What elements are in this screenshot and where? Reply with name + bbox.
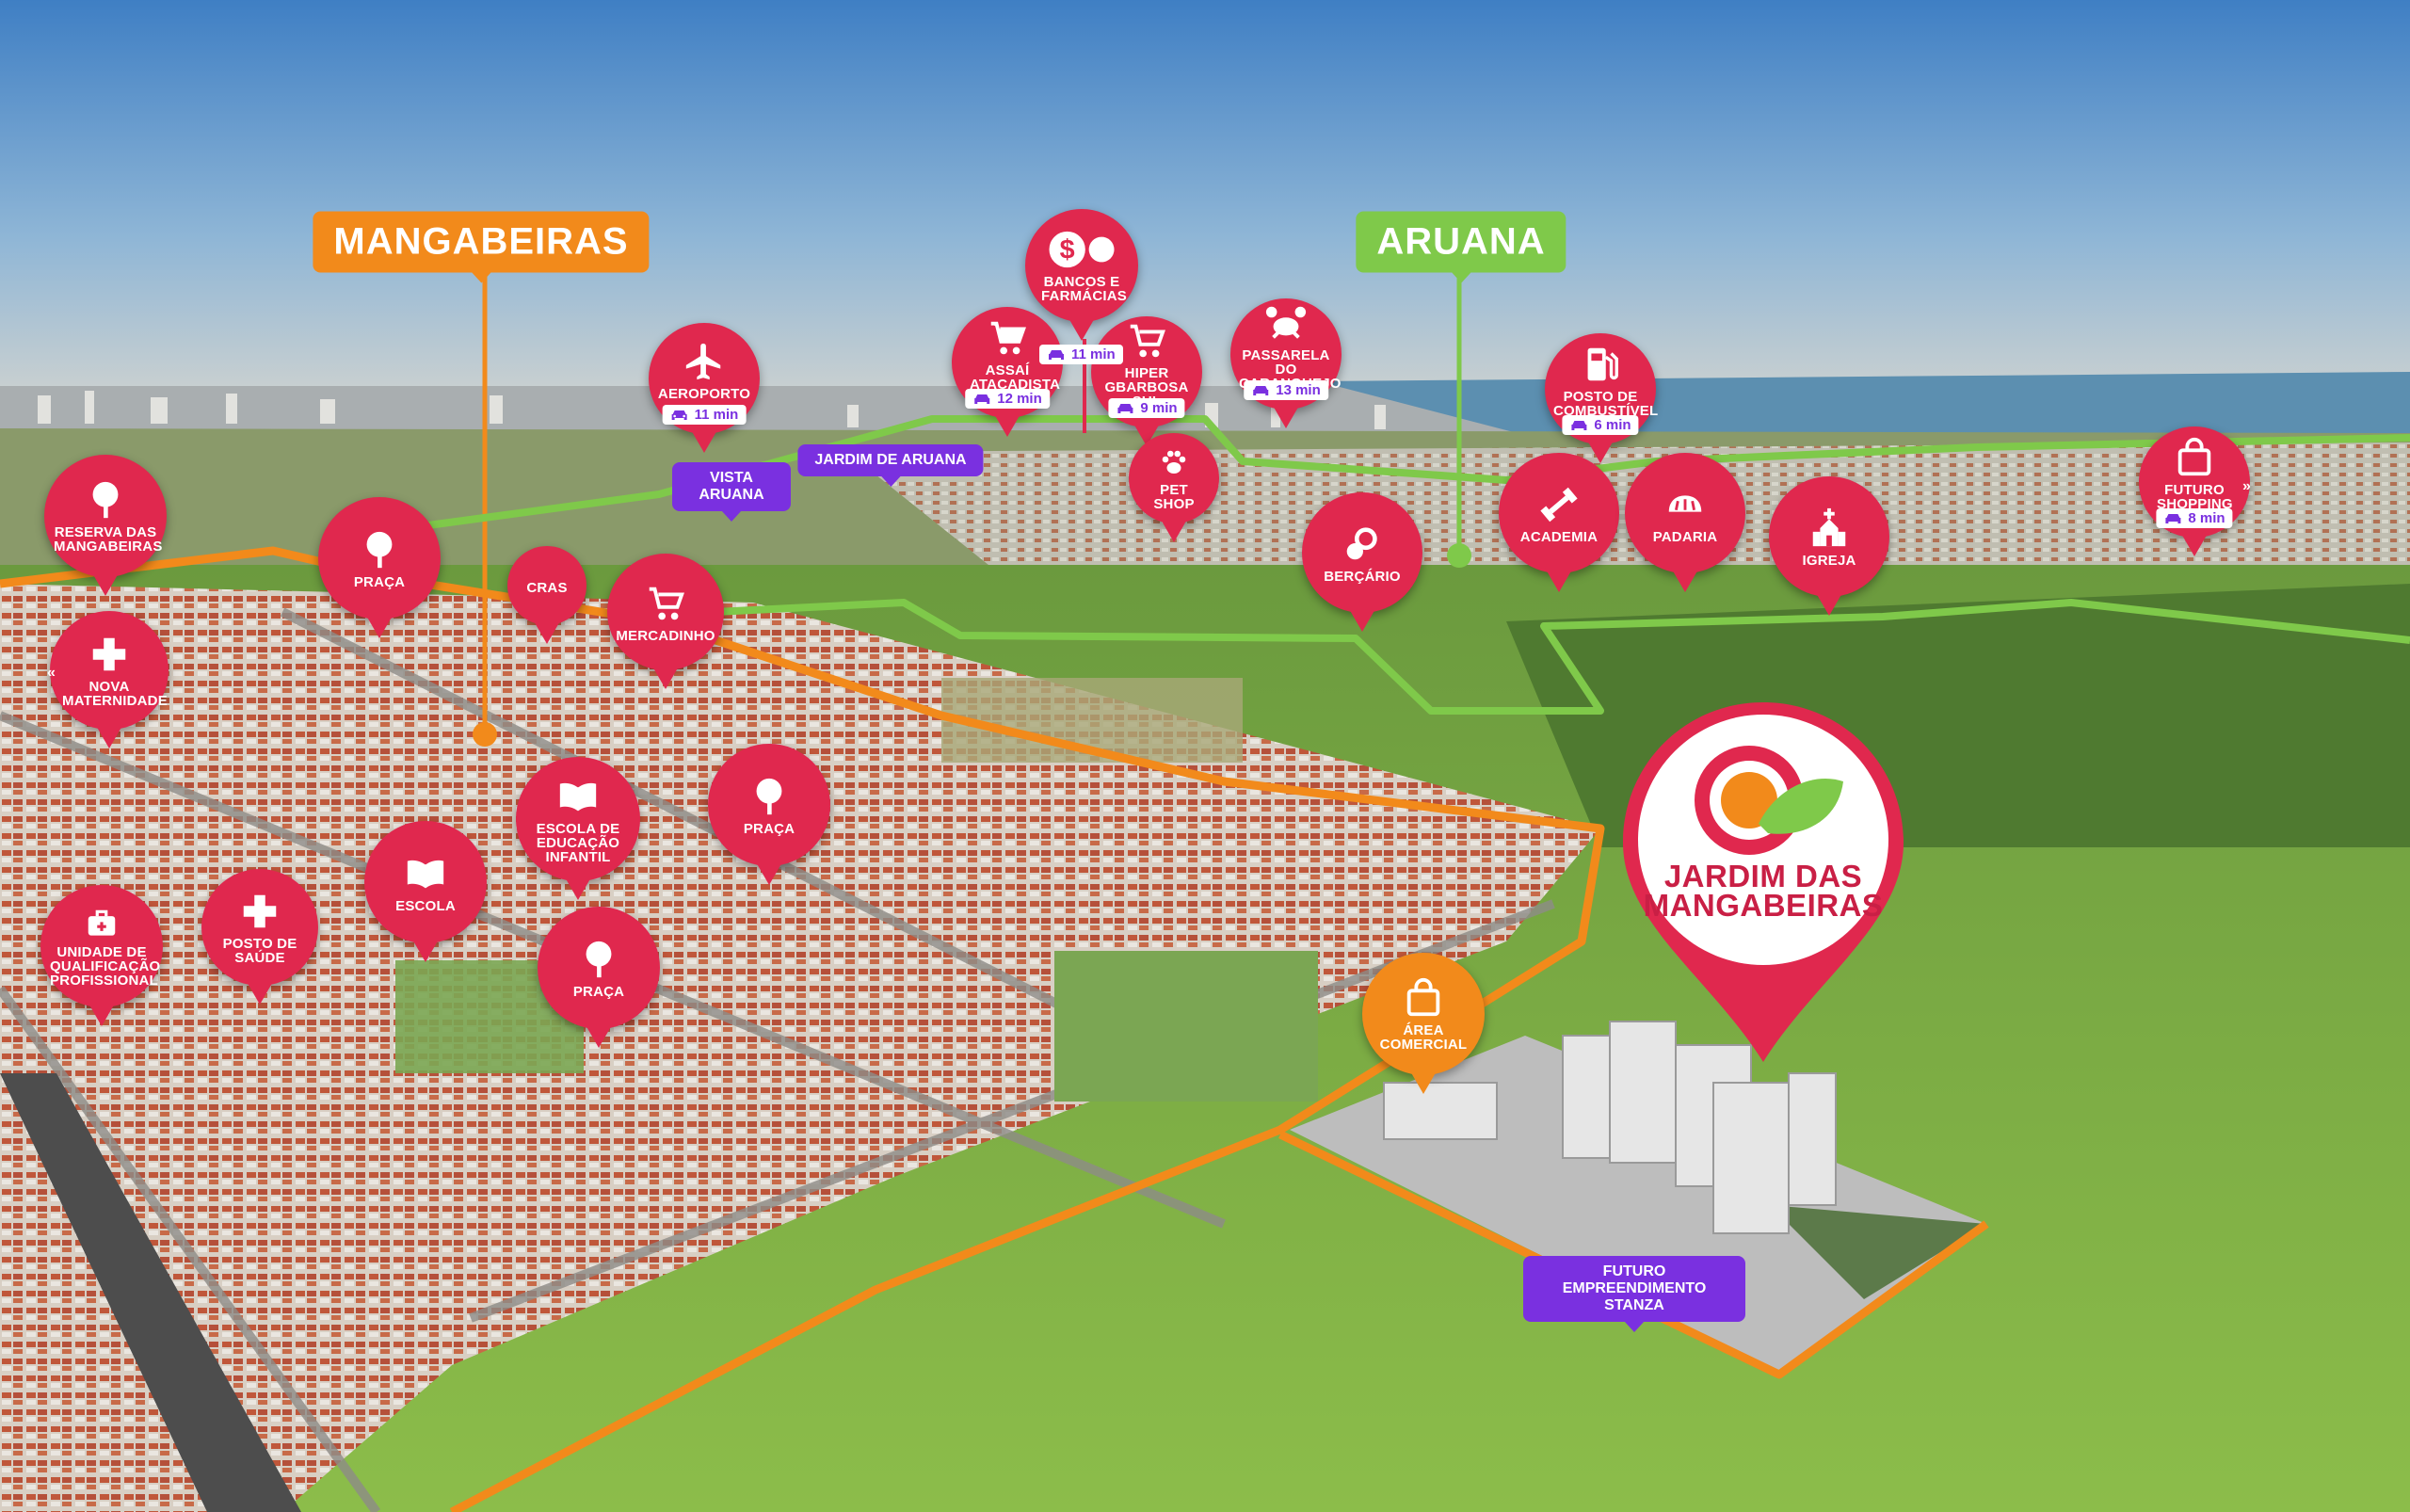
pin-label: BERÇÁRIO	[1324, 568, 1401, 585]
cross-icon	[88, 633, 131, 676]
cart-icon	[986, 316, 1029, 360]
church-icon	[1808, 507, 1851, 550]
pin-bancos-farmacias[interactable]: $ BANCOS E FARMÁCIAS	[1025, 209, 1138, 341]
airplane-icon	[683, 340, 726, 383]
fuel-icon	[1579, 343, 1622, 386]
pin-bercario[interactable]: BERÇÁRIO	[1302, 492, 1422, 632]
pin-label: PRAÇA	[353, 573, 406, 590]
tag-jardim-de-aruana: JARDIM DE ARUANA	[797, 444, 984, 487]
tree-icon	[358, 528, 401, 571]
pin-label: RESERVA DAS MANGABEIRAS	[54, 524, 163, 555]
car-icon	[670, 409, 689, 422]
cart-icon	[1125, 319, 1168, 362]
pin-reserva-mangabeiras[interactable]: RESERVA DAS MANGABEIRAS	[44, 455, 167, 596]
pin-label: FUTURO SHOPPING	[2157, 482, 2233, 512]
travel-time-badge: 6 min	[1562, 415, 1639, 435]
pin-praca-1[interactable]: PRAÇA	[318, 497, 441, 638]
pin-igreja[interactable]: IGREJA	[1769, 476, 1889, 616]
pin-label: POSTO DE SAÚDE	[222, 936, 297, 966]
car-icon	[1047, 348, 1066, 362]
pin-label: NOVA MATERNIDADE	[62, 679, 168, 709]
travel-time-badge: 13 min	[1244, 380, 1328, 400]
tag-futuro-empreendimento: FUTURO EMPREENDIMENTO STANZA	[1523, 1256, 1745, 1332]
main-pin-shape	[1623, 702, 1904, 1062]
paw-icon	[1157, 445, 1191, 479]
pacifier-icon	[1341, 523, 1384, 566]
car-icon	[1251, 384, 1270, 397]
bread-icon	[1663, 483, 1707, 526]
neighborhood-tag-aruana: ARUANA	[1356, 211, 1566, 283]
pin-label: UNIDADE DE QUALIFICAÇÃO PROFISSIONAL	[50, 943, 161, 989]
cross-icon	[238, 890, 281, 933]
tree-icon	[747, 775, 791, 818]
cart-icon	[644, 582, 687, 625]
pin-praca-2[interactable]: PRAÇA	[708, 744, 830, 885]
logo-title-line-2: MANGABEIRAS	[1643, 888, 1884, 923]
pin-label: ÁREA COMERCIAL	[1379, 1022, 1468, 1053]
kit-icon	[84, 906, 120, 941]
pin-label: PET SHOP	[1153, 482, 1195, 512]
travel-time-badge: 8 min	[2156, 508, 2233, 528]
dumbbell-icon	[1537, 483, 1581, 526]
pin-label: IGREJA	[1802, 552, 1856, 569]
pin-posto-saude[interactable]: POSTO DE SAÚDE	[201, 869, 318, 1005]
neighborhood-tag-mangabeiras: MANGABEIRAS	[313, 211, 650, 283]
car-icon	[972, 393, 991, 406]
pin-label: ESCOLA DE EDUCAÇÃO INFANTIL	[536, 820, 620, 865]
pin-padaria[interactable]: PADARIA	[1625, 453, 1745, 592]
pin-label: ACADEMIA	[1519, 528, 1599, 545]
pin-escola-educacao-infantil[interactable]: ESCOLA DE EDUCAÇÃO INFANTIL	[516, 757, 640, 900]
tree-icon	[84, 478, 127, 522]
pin-cras[interactable]: CRAS	[507, 546, 586, 644]
pin-label: BANCOS E FARMÁCIAS	[1041, 274, 1127, 304]
pin-label: ESCOLA	[395, 897, 456, 914]
pin-label: CRAS	[526, 579, 568, 596]
logo-title-line-1: JARDIM DAS	[1663, 859, 1863, 893]
shopping-bag-icon	[2173, 436, 2216, 479]
travel-time-badge: 11 min	[662, 405, 747, 425]
tag-vista-aruana: VISTA ARUANA	[672, 462, 791, 522]
pin-nova-maternidade[interactable]: NOVA MATERNIDADE	[50, 611, 169, 748]
car-icon	[2163, 512, 2182, 525]
travel-time-badge: 9 min	[1108, 398, 1185, 418]
tree-icon	[577, 938, 620, 981]
pin-posto-combustivel[interactable]: POSTO DE COMBUSTÍVEL 6 min	[1545, 333, 1659, 463]
travel-time-badge-bancos: 11 min	[1039, 345, 1123, 364]
pin-praca-3[interactable]: PRAÇA	[538, 907, 660, 1048]
pin-label: PADARIA	[1652, 528, 1718, 545]
pin-label: PRAÇA	[743, 820, 795, 837]
shopping-bag-icon	[1402, 976, 1445, 1020]
book-icon	[556, 775, 600, 818]
pin-unidade-qualificacao[interactable]: UNIDADE DE QUALIFICAÇÃO PROFISSIONAL	[40, 885, 163, 1026]
book-icon	[404, 852, 447, 895]
pin-escola[interactable]: ESCOLA	[364, 821, 487, 962]
svg-text:$: $	[1060, 235, 1075, 265]
pin-pet-shop[interactable]: PET SHOP	[1129, 433, 1219, 542]
pin-hiper-gbarbosa[interactable]: HIPER GBARBOSA SUL 9 min	[1091, 316, 1202, 446]
arrow-left-icon: «	[47, 665, 56, 681]
bank-pharmacy-icon: $	[1044, 228, 1119, 271]
pin-aeroporto[interactable]: AEROPORTO 11 min	[649, 323, 760, 453]
pin-area-comercial[interactable]: ÁREA COMERCIAL	[1362, 953, 1485, 1094]
pin-label: ASSAÍ ATACADISTA	[970, 362, 1061, 393]
pin-futuro-shopping[interactable]: FUTURO SHOPPING 8 min	[2139, 426, 2250, 556]
car-icon	[1569, 419, 1588, 432]
pin-mercadinho[interactable]: MERCADINHO	[607, 554, 724, 689]
pin-label: POSTO DE COMBUSTÍVEL	[1553, 389, 1659, 419]
pin-academia[interactable]: ACADEMIA	[1499, 453, 1619, 592]
crab-icon	[1264, 301, 1308, 345]
pin-label: PRAÇA	[572, 983, 625, 1000]
car-icon	[1116, 402, 1134, 415]
travel-time-badge: 12 min	[965, 389, 1050, 409]
pin-label: MERCADINHO	[616, 627, 715, 644]
arrow-right-icon: »	[2242, 478, 2251, 494]
pin-passarela-caranguejo[interactable]: PASSARELA DO CARANGUEJO 13 min	[1230, 298, 1342, 428]
main-development-pin[interactable]: JARDIM DAS MANGABEIRAS	[1617, 697, 1909, 1064]
pin-label: AEROPORTO	[657, 385, 751, 402]
